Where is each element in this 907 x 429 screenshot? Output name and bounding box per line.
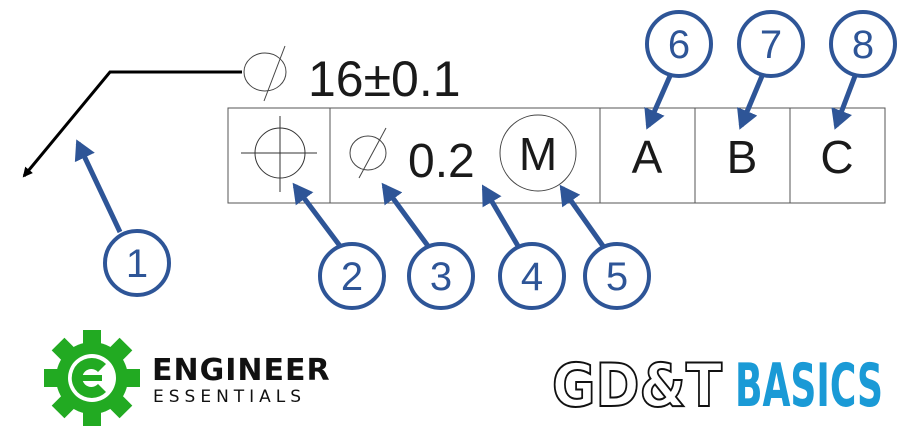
- callout-4: 4: [498, 242, 566, 310]
- datum-b: B: [727, 131, 758, 183]
- logo-gdt-text: GD&T: [552, 351, 722, 421]
- feature-control-frame: [227, 107, 886, 204]
- callout-1: 1: [103, 229, 171, 297]
- svg-text:2: 2: [341, 255, 363, 299]
- callout-2: 2: [318, 242, 386, 310]
- material-modifier: M: [519, 128, 557, 180]
- svg-text:8: 8: [852, 23, 874, 67]
- datum-a: A: [632, 131, 663, 183]
- svg-text:5: 5: [606, 255, 628, 299]
- svg-text:3: 3: [430, 255, 452, 299]
- gear-icon: [44, 330, 140, 426]
- callout-7: 7: [737, 10, 805, 78]
- arrow-2: [292, 182, 342, 248]
- svg-text:6: 6: [668, 23, 690, 67]
- modifier-circle: [499, 114, 577, 192]
- gdt-basics-logo: GD&T BASICS: [551, 350, 883, 422]
- callout-6: 6: [645, 10, 713, 78]
- arrow-7: [737, 75, 765, 130]
- arrow-8: [831, 75, 858, 130]
- logo-essentials-text: ESSENTIALS: [153, 387, 306, 407]
- svg-text:1: 1: [126, 242, 148, 286]
- logo-basics-text: BASICS: [735, 351, 883, 421]
- position-icon: [241, 116, 317, 192]
- arrow-4: [481, 184, 521, 248]
- callout-3: 3: [407, 242, 475, 310]
- diameter-icon: [243, 45, 287, 102]
- tolerance-value: 0.2: [408, 135, 475, 188]
- leader-line: [22, 70, 242, 178]
- datum-c: C: [820, 131, 853, 183]
- callout-5: 5: [583, 242, 651, 310]
- engineer-essentials-logo: ENGINEER ESSENTIALS: [44, 330, 331, 426]
- arrow-6: [644, 74, 673, 130]
- arrow-3: [381, 182, 431, 248]
- callout-8: 8: [829, 10, 897, 78]
- diameter-icon: [349, 127, 387, 179]
- dimension-value: 16±0.1: [308, 51, 461, 107]
- arrow-1: [74, 139, 123, 234]
- arrow-5: [559, 184, 606, 248]
- svg-text:7: 7: [760, 23, 782, 67]
- logo-engineer-text: ENGINEER: [152, 353, 331, 388]
- callout-arrows: [74, 74, 858, 248]
- svg-text:4: 4: [521, 255, 543, 299]
